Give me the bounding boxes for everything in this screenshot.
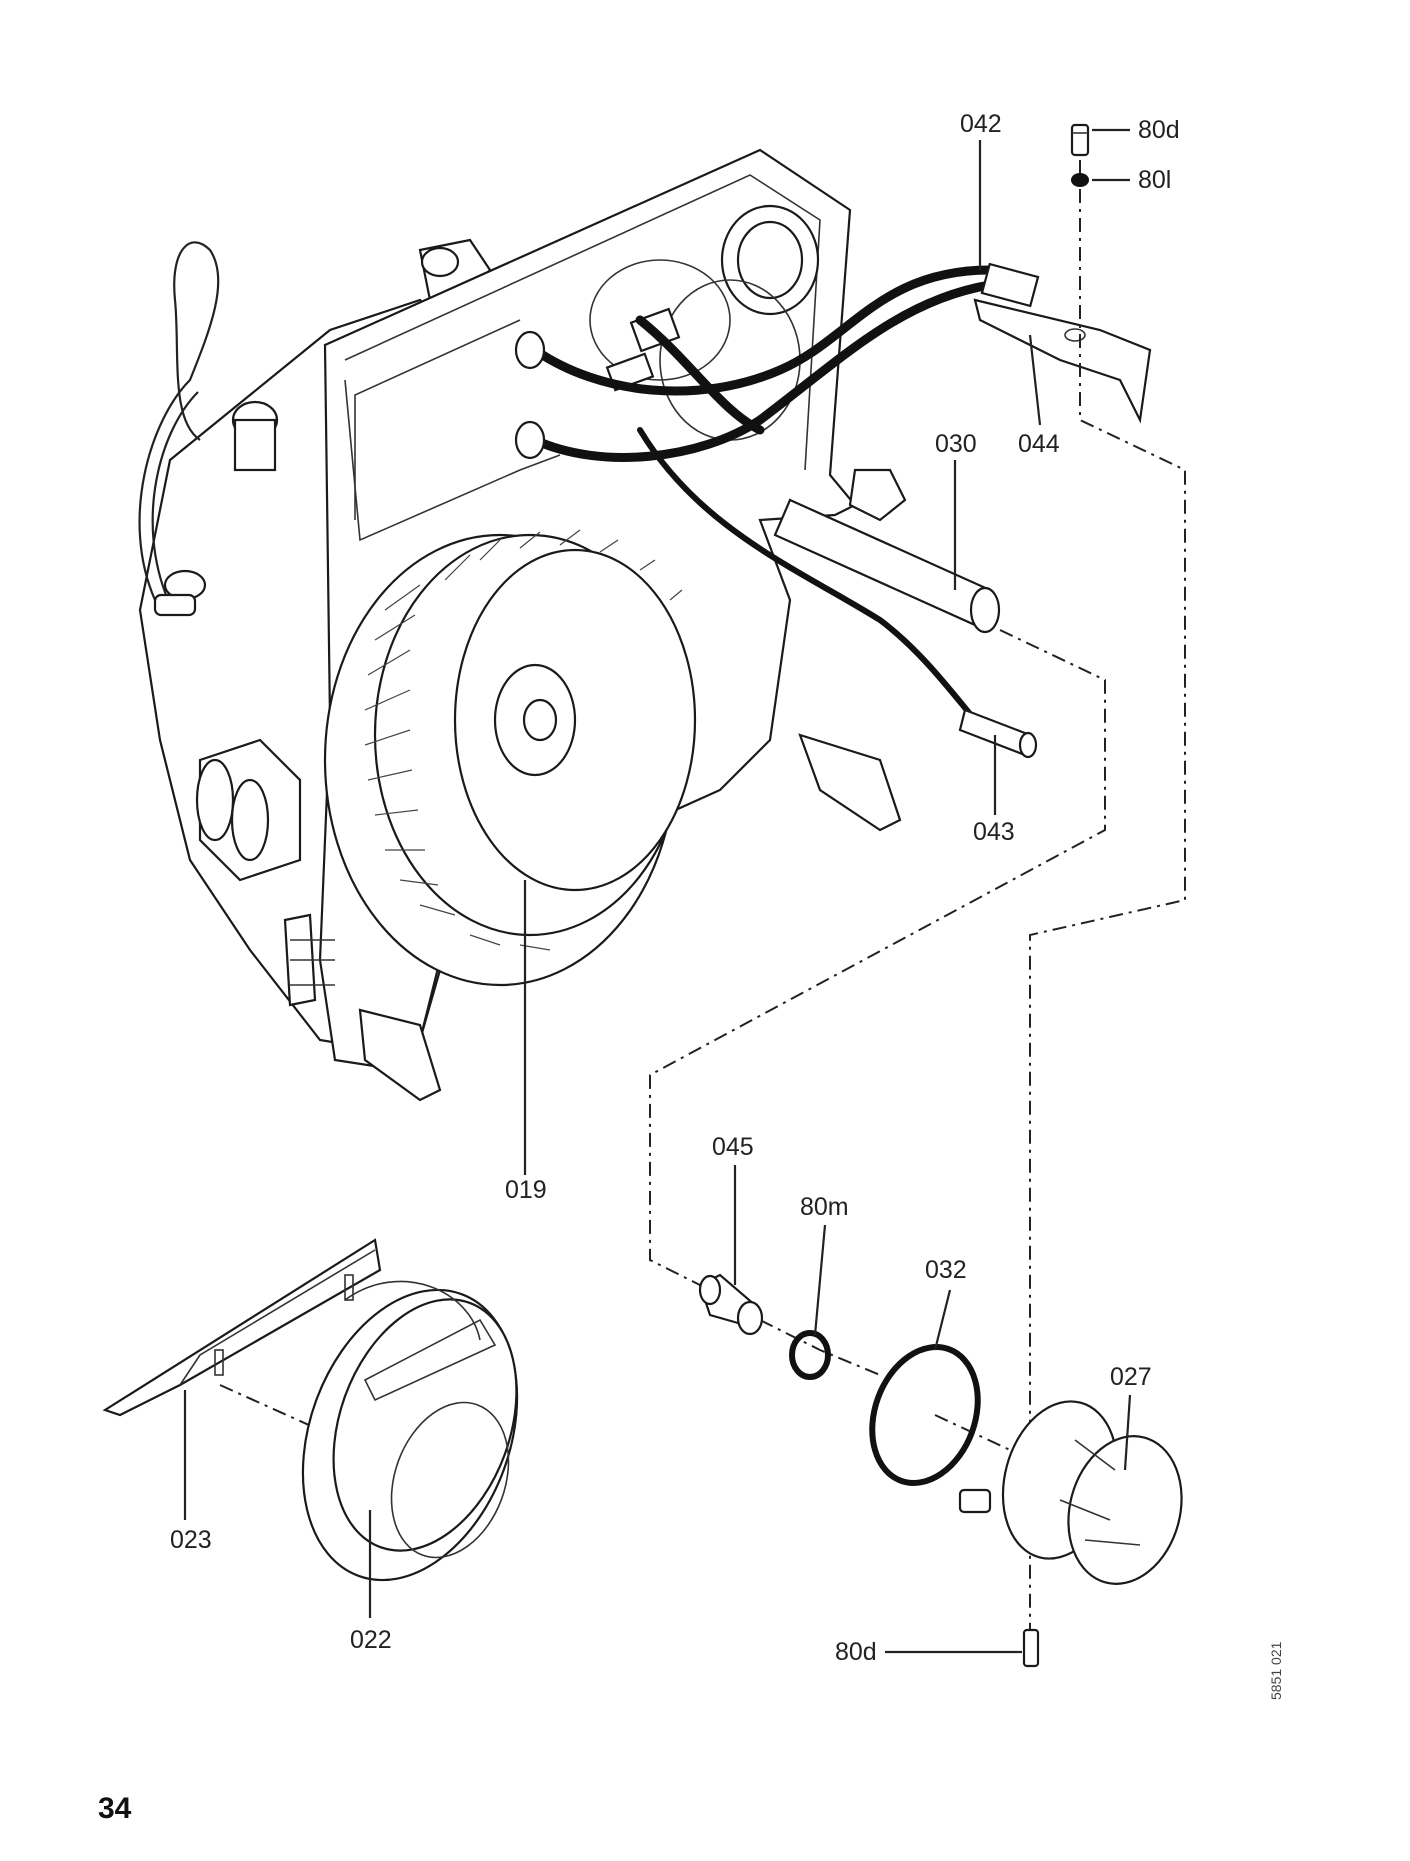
ignition-tube-030 — [773, 468, 1001, 634]
label-044: 044 — [1018, 430, 1060, 458]
nozzle-045 — [698, 1273, 764, 1336]
label-043: 043 — [973, 818, 1015, 846]
fan-wheel — [323, 529, 697, 987]
cover-disc-022 — [301, 1280, 519, 1582]
label-027: 027 — [1110, 1363, 1152, 1391]
label-023: 023 — [170, 1526, 212, 1554]
label-022: 022 — [350, 1626, 392, 1654]
label-032: 032 — [925, 1256, 967, 1284]
burner-head-027 — [958, 1400, 1183, 1585]
label-030: 030 — [935, 430, 977, 458]
cable-harness — [514, 265, 995, 723]
seal-ring-032 — [869, 1344, 981, 1486]
label-80m: 80m — [800, 1193, 849, 1221]
bracket-plate-023 — [102, 1238, 382, 1417]
screw-80d-bottom — [1022, 1628, 1040, 1668]
label-045: 045 — [712, 1133, 754, 1161]
label-80l: 80l — [1138, 166, 1171, 194]
document-reference: 5851 021 — [1268, 1641, 1284, 1700]
label-80d-bottom: 80d — [835, 1638, 877, 1666]
screw-80d-top — [1070, 123, 1090, 157]
sensor-043 — [958, 708, 1038, 759]
o-ring-80m — [789, 1330, 831, 1380]
label-019: 019 — [505, 1176, 547, 1204]
page-number: 34 — [98, 1792, 132, 1825]
washer-80l — [1071, 173, 1089, 187]
label-042: 042 — [960, 110, 1002, 138]
label-80d-top: 80d — [1138, 116, 1180, 144]
leader-lines — [183, 128, 1132, 1654]
bracket-044 — [973, 262, 1152, 424]
